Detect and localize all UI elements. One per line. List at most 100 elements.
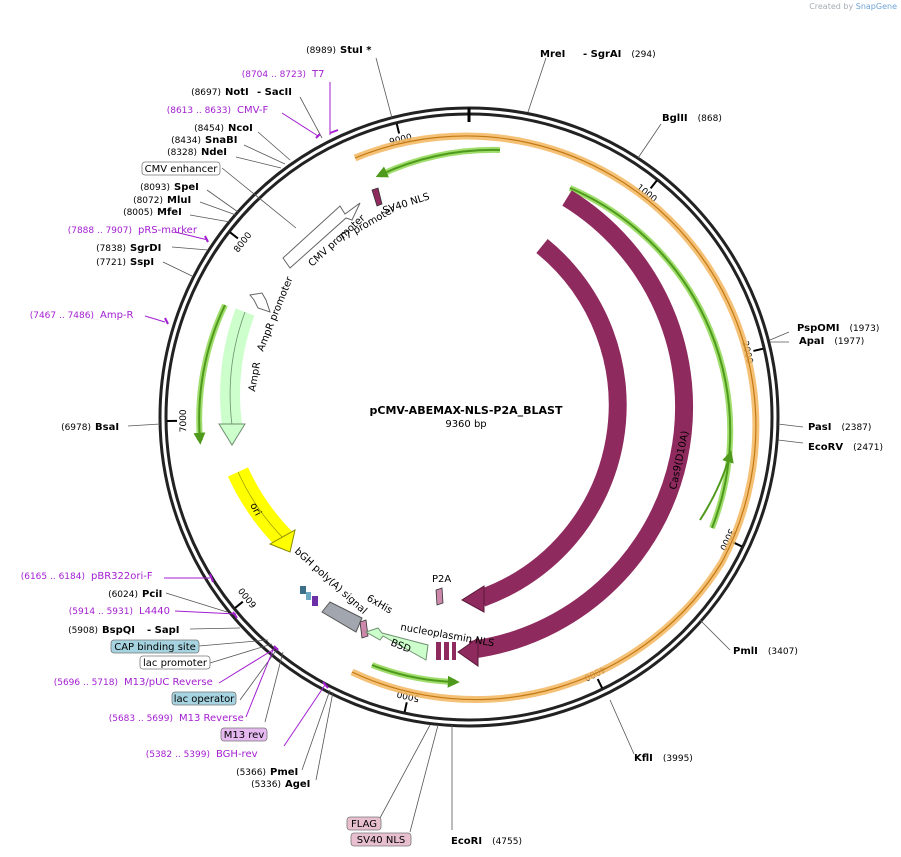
site-label-2: - SgrAI(294) [583,49,656,60]
site-position: (8697) [191,88,221,98]
leader-lines [127,57,804,833]
site-name: EcoRV [808,442,843,453]
site-name: BglII [662,113,688,124]
ori-arc [227,467,293,548]
primer-name: L4440 [139,606,170,617]
site-label-18: EcoRV(2471) [808,442,883,453]
site-label-22: (5366)PmeI [236,767,298,778]
primer-label-4: (6165 .. 6184) pBR322ori-F [21,571,153,582]
feature-box-2: lac promoter [139,655,211,670]
green-arrow-left-core [193,304,226,445]
primer-name: pRS-marker [138,225,198,236]
site-name: - SacII [257,87,292,98]
feature-box-6: SV40 NLS [350,832,412,847]
site-name: MfeI [157,207,182,218]
his-tag [359,619,369,639]
feature-box-text: lac operator [174,694,235,705]
site-label-12: (7838)SgrDI [96,243,161,254]
primer-range: (8613 .. 8633) [167,106,231,116]
site-name: MreI [540,49,565,60]
primer-name: pBR322ori-F [91,571,153,582]
site-name: BspQI [102,625,135,636]
feature-box-text: CAP binding site [114,642,196,653]
primer-label-2: (7888 .. 7907)pRS-marker [68,225,198,236]
site-position: (8072) [133,196,163,206]
site-label-1: MreI [540,49,565,60]
cas9-d10a-arrowhead [457,637,479,667]
site-position: (1973) [849,324,879,334]
p2a-label: P2A [432,574,451,585]
green-arrow-right [568,185,734,530]
site-position: (1977) [834,337,864,347]
feature-m13-small [312,596,318,606]
cmv-promoter-body [282,202,361,269]
site-label-23: (5336)AgeI [251,779,310,790]
feature-box-text: FLAG [351,819,377,830]
site-name: SnaBI [205,135,237,146]
feature-box-bg [346,816,382,831]
site-position: (3407) [768,647,798,657]
site-label-0: (8989)StuI * [306,45,372,56]
site-label-20: KflI(3995) [634,753,693,764]
feature-box-1: CAP binding site [110,639,200,654]
feature-box-bg [350,832,412,847]
tick-label-8000: 8000 [233,230,255,254]
primer-label-7: (5683 .. 5699)M13 Reverse [109,713,244,724]
site-position: (8454) [194,124,224,134]
ampr-label: AmpR [247,361,263,392]
site-label-21: EcoRI (4755) [451,836,522,847]
site-label-11: (8005)MfeI [123,207,182,218]
feature-box-0: CMV enhancer [141,161,221,176]
feature-cap-small [300,586,306,594]
primer-range: (6165 .. 6184) [21,572,85,582]
tick-mark-8000 [229,231,239,240]
site-name: EcoRI [451,836,482,847]
primer-label-3: (7467 .. 7486)Amp-R [30,310,134,321]
green-arrow-bottom-core [371,664,460,688]
site-position: (294) [631,50,655,60]
site-label-24: (6024)PciI [108,589,162,600]
green-arrow-top [378,146,501,178]
primer-range: (5696 .. 5718) [54,678,118,688]
site-label-13: (7721)SspI [96,257,154,268]
feature-box-bg [139,655,211,670]
ori-arc-edge [237,471,286,541]
site-name: PmeI [270,767,298,778]
his-label: 6xHis [365,593,395,616]
site-name: SgrDI [130,243,161,254]
site-position: (8093) [140,183,170,193]
ampr-arrowhead [218,423,246,446]
site-position: (8434) [171,136,201,146]
site-name: SspI [130,257,154,268]
site-name: PspOMI [797,323,839,334]
primer-label-6: (5696 .. 5718) M13/pUC Reverse [54,677,213,688]
site-label-6: (8454)NcoI [194,123,253,134]
site-label-3: BglII (868) [662,113,722,124]
tick-mark-5000 [403,702,408,713]
ori-arrowhead [268,529,296,553]
ampr-promoter-label: AmpR promoter [256,275,296,354]
site-position: (4755) [492,837,522,847]
site-position: (6978) [61,423,91,433]
nucleoplasmin-nls-2 [444,642,449,660]
tick-mark-2000 [753,347,764,352]
primer-name: M13/pUC Reverse [124,677,213,688]
snapgene-credit: Created by SnapGene [809,2,897,11]
orange-band-core [351,135,757,701]
feature-box-text: M13 rev [224,730,265,741]
primer-name: T7 [311,69,324,80]
tick-mark-4000 [596,678,604,689]
feature-box-5: FLAG [346,816,382,831]
credit-brand: SnapGene [855,2,897,11]
feature-lac-small [306,592,311,600]
site-name: StuI * [340,45,372,56]
sv40-nls-top-label: SV40 NLS [382,191,432,216]
feature-box-4: M13 rev [220,727,268,742]
feature-box-bg [110,639,200,654]
feature-box-bg [220,727,268,742]
primer-labels: (8704 .. 8723)T7(8613 .. 8633)CMV-F(7888… [21,69,325,760]
primer-ticks [164,129,339,689]
site-position: (868) [698,114,722,124]
restriction-site-labels: (8989)StuI * MreI - SgrAI(294) BglII (868) (8… [61,45,883,847]
